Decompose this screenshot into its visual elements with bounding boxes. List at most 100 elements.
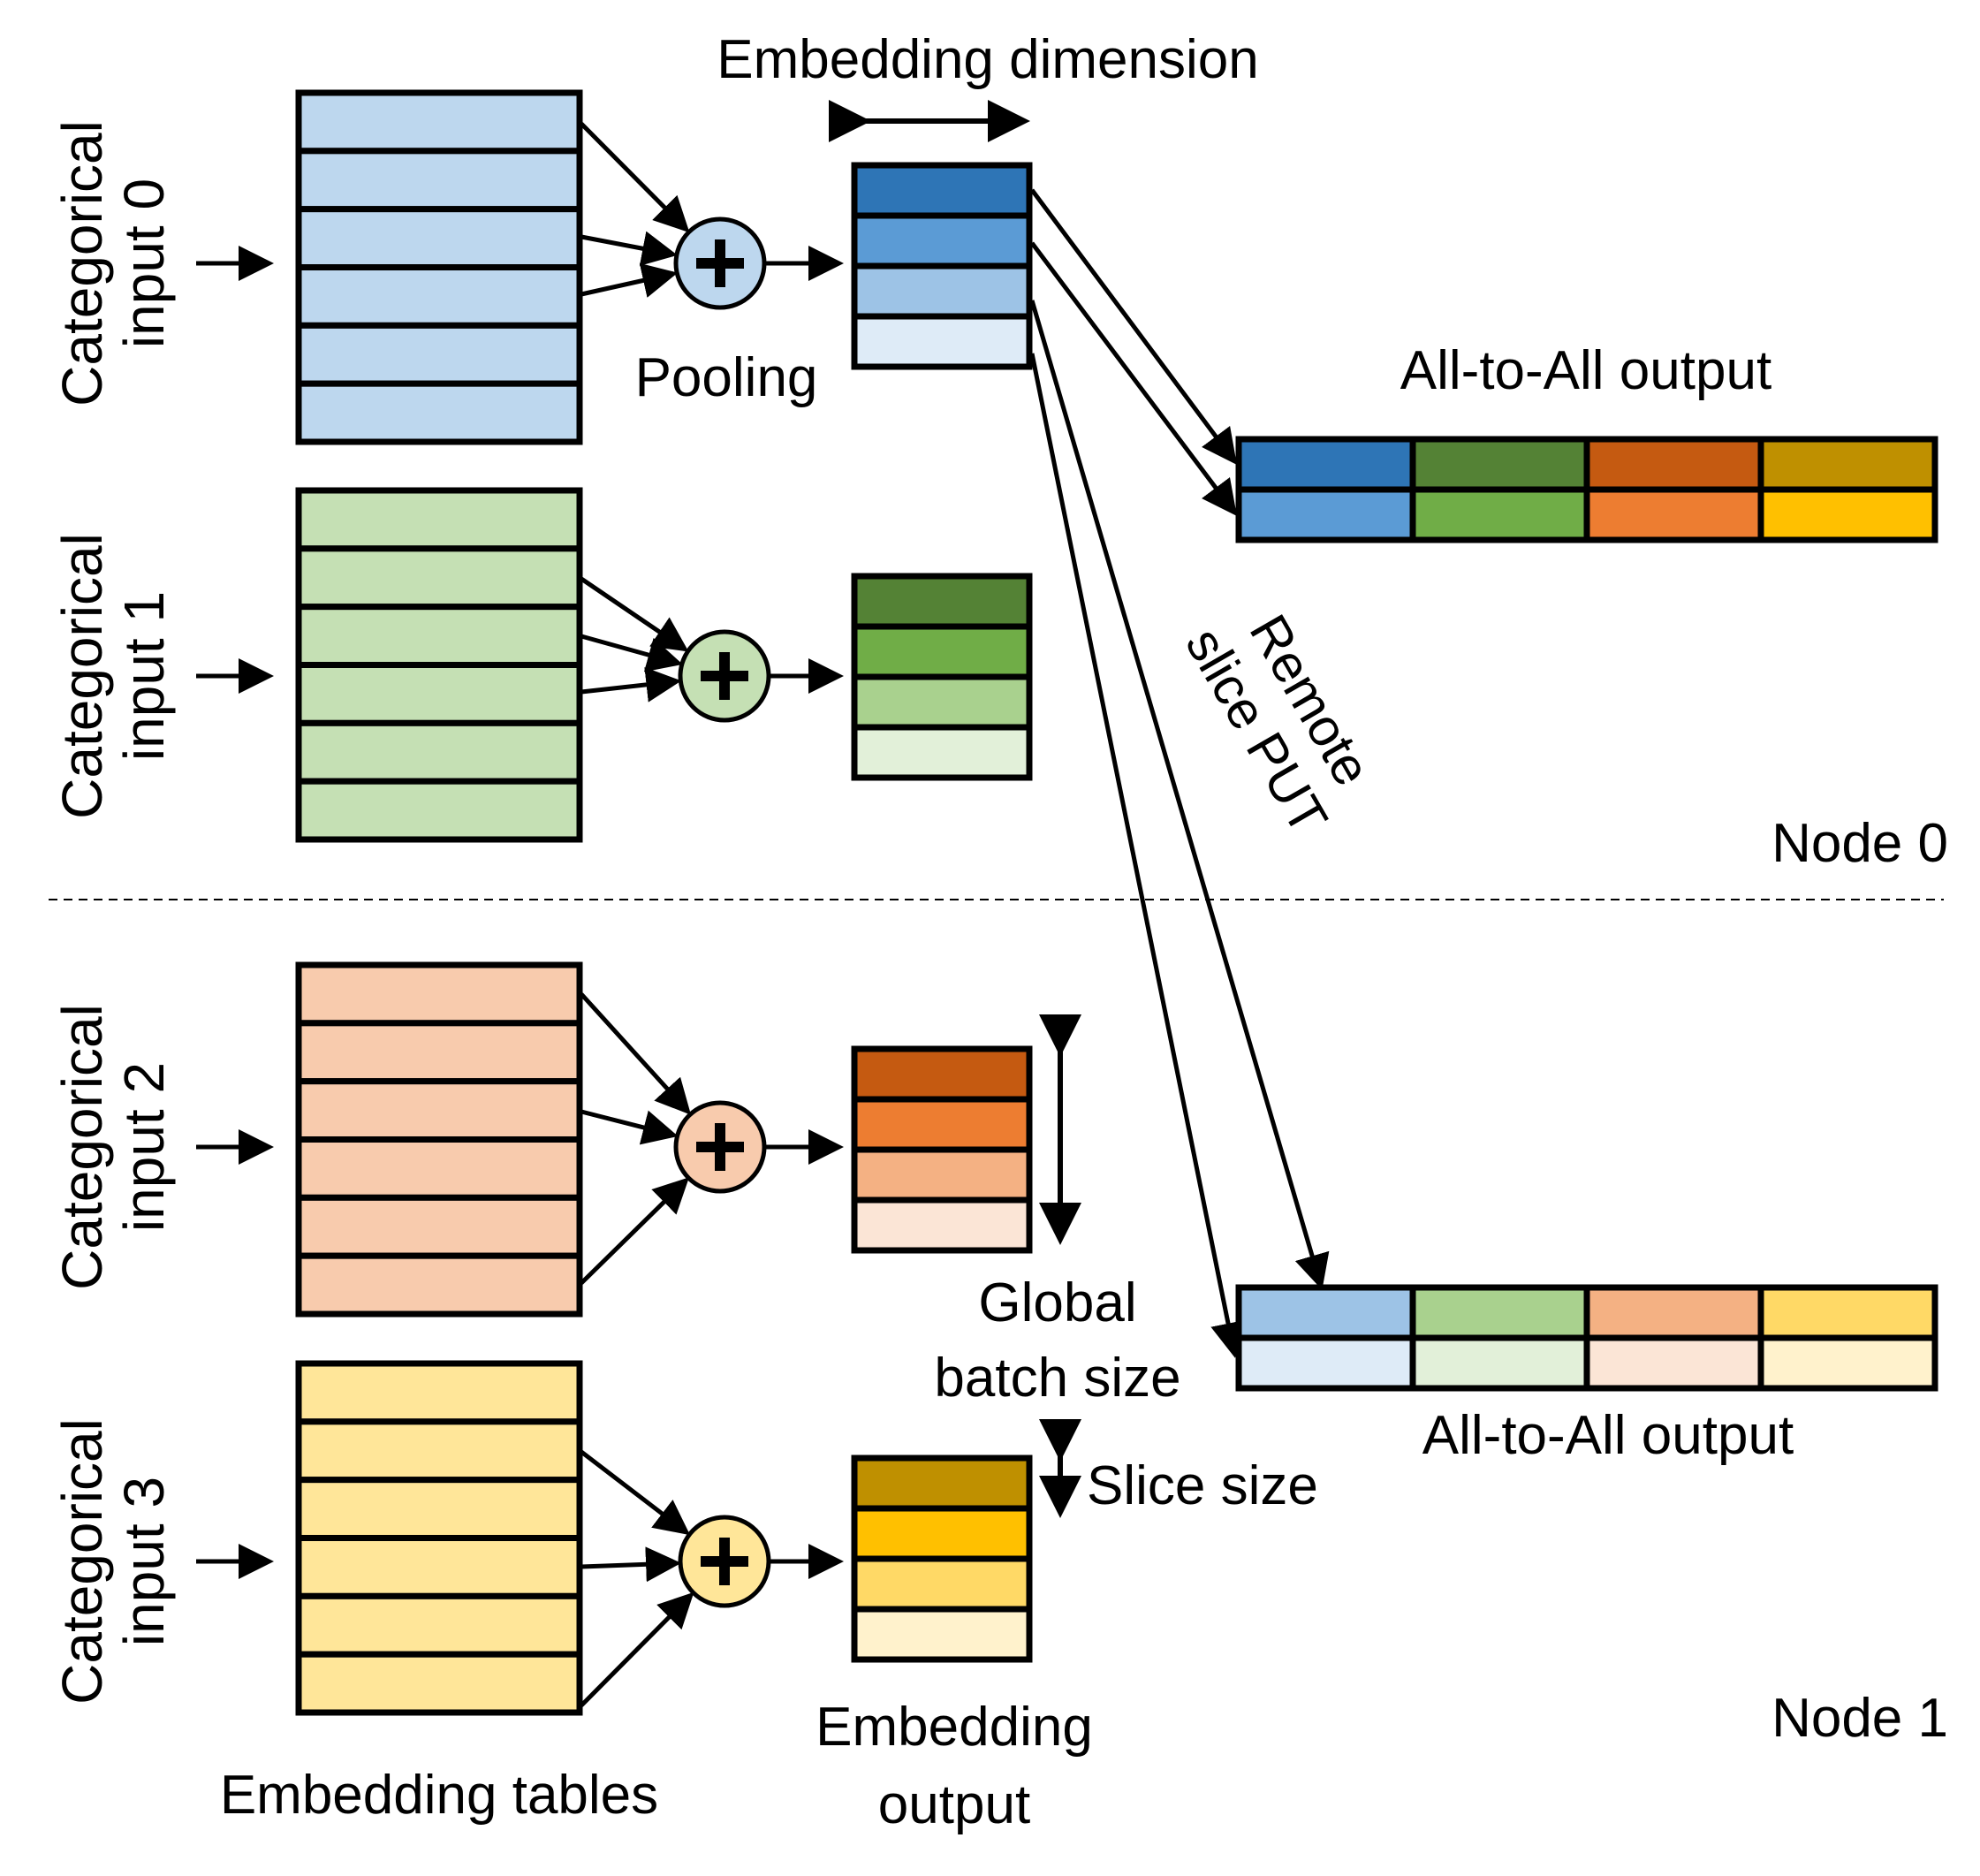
embedding-output-slice: [851, 1454, 1033, 1512]
embedding-tables-label: Embedding tables: [220, 1765, 658, 1826]
remote-slice-put-arrow: [1029, 353, 1246, 1358]
input-label-0: Categorical input 0: [50, 120, 176, 406]
input-label-3: Categorical input 3: [50, 1418, 176, 1705]
all-to-all-cell: [1583, 486, 1764, 543]
embedding-table-row: [295, 1651, 583, 1716]
node-0-label: Node 0: [1771, 813, 1948, 874]
svg-text:input 2: input 2: [112, 1062, 176, 1232]
all-to-all-cell: [1409, 486, 1590, 543]
embedding-table-row: [295, 89, 583, 155]
pooling-input-arrow: [580, 231, 678, 266]
embedding-table-row: [295, 380, 583, 445]
embedding-output-slice: [851, 1096, 1033, 1153]
all-to-all-cell: [1757, 436, 1938, 493]
embedding-output-label-line2: output: [878, 1774, 1030, 1835]
all-to-all-cell: [1409, 1284, 1590, 1341]
pooling-input-arrow: [580, 634, 683, 672]
svg-text:Categorical: Categorical: [50, 120, 114, 406]
embedding-table-row: [295, 604, 583, 669]
embedding-table-row: [295, 545, 583, 611]
embedding-table-row: [295, 264, 583, 329]
pooling-input-arrow: [580, 1177, 690, 1285]
all-to-all-cell: [1583, 436, 1764, 493]
all-to-all-cell: [1409, 1334, 1590, 1392]
embedding-table-row: [295, 1252, 583, 1318]
embedding-table-row: [295, 1136, 583, 1201]
all-to-all-cell: [1757, 1334, 1938, 1392]
pooling-input-arrow: [580, 666, 682, 703]
pooling-input-arrow: [580, 1546, 682, 1583]
embedding-table-row: [295, 1078, 583, 1143]
all-to-all-cell: [1235, 486, 1416, 543]
embedding-output-slice: [851, 1555, 1033, 1613]
embedding-table-row: [295, 206, 583, 271]
embedding-table-1: [295, 487, 583, 843]
embedding-table-row: [295, 1535, 583, 1599]
all-to-all-cell: [1235, 1334, 1416, 1392]
all-to-all-output-node-0: [1235, 436, 1938, 543]
embedding-table-3: [295, 1360, 583, 1716]
embedding-output-slice: [851, 1045, 1033, 1103]
input-label-2: Categorical input 2: [50, 1004, 176, 1290]
embedding-output-slice: [851, 724, 1033, 781]
svg-text:input 3: input 3: [112, 1477, 176, 1646]
pooling-sum-icon-3: [678, 1515, 771, 1608]
embedding-table-row: [295, 1592, 583, 1658]
embedding-table-row: [295, 778, 583, 843]
embedding-output-slice: [851, 262, 1033, 320]
remote-slice-put-label: Remote slice PUT: [1174, 605, 1382, 845]
embedding-table-row: [295, 1477, 583, 1541]
svg-text:input 0: input 0: [112, 178, 176, 348]
embedding-output-slice: [851, 162, 1033, 219]
svg-text:Categorical: Categorical: [50, 1418, 114, 1705]
embedding-output-slice: [851, 573, 1033, 630]
embedding-table-row: [295, 961, 583, 1027]
remote-slice-put-arrow: [1029, 188, 1237, 466]
embedding-dimension-label: Embedding dimension: [717, 29, 1259, 90]
embedding-output-3: [851, 1454, 1033, 1663]
embedding-output-slice: [851, 1196, 1033, 1254]
embedding-output-label-line1: Embedding: [816, 1697, 1093, 1758]
global-batch-size-label-line2: batch size: [934, 1348, 1180, 1409]
pooling-input-arrow: [580, 1591, 694, 1707]
all-to-all-cell: [1583, 1284, 1764, 1341]
all-to-all-cell: [1235, 1284, 1416, 1341]
embedding-output-slice: [851, 212, 1033, 270]
embedding-table-row: [295, 719, 583, 785]
remote-slice-put-arrow: [1030, 241, 1238, 516]
embedding-output-slice: [851, 313, 1033, 370]
slice-size-label: Slice size: [1087, 1455, 1318, 1516]
embedding-table-row: [295, 487, 583, 552]
svg-text:input 1: input 1: [112, 591, 176, 761]
pooling-sum-icon-0: [673, 216, 767, 310]
embedding-output-slice: [851, 673, 1033, 731]
pooling-input-arrow: [580, 1450, 691, 1536]
pooling-sum-icon-2: [673, 1100, 767, 1194]
pooling-input-arrow: [580, 1109, 679, 1145]
pooling-input-arrow: [580, 122, 690, 233]
embedding-table-row: [295, 1020, 583, 1085]
node-1-label: Node 1: [1771, 1688, 1948, 1749]
remote-slice-put-arrow: [1029, 300, 1330, 1290]
embedding-output-1: [851, 573, 1033, 781]
embedding-table-row: [295, 322, 583, 387]
all-to-all-cell: [1583, 1334, 1764, 1392]
embedding-output-slice: [851, 1606, 1033, 1663]
pooling-label: Pooling: [635, 347, 818, 408]
input-label-1: Categorical input 1: [50, 533, 176, 819]
all-to-all-cell: [1757, 1284, 1938, 1341]
pooling-input-arrow: [580, 992, 692, 1115]
all-to-all-cell: [1757, 486, 1938, 543]
pooling-sum-icon-1: [678, 629, 771, 723]
all-to-all-cell: [1409, 436, 1590, 493]
embedding-table-row: [295, 662, 583, 726]
all-to-all-top-label: All-to-All output: [1400, 340, 1771, 401]
embedding-table-row: [295, 148, 583, 213]
global-batch-size-label-line1: Global: [978, 1272, 1136, 1333]
embedding-table-row: [295, 1360, 583, 1425]
embedding-output-2: [851, 1045, 1033, 1254]
svg-text:Categorical: Categorical: [50, 1004, 114, 1290]
embedding-table-row: [295, 1194, 583, 1259]
embedding-table-2: [295, 961, 583, 1318]
